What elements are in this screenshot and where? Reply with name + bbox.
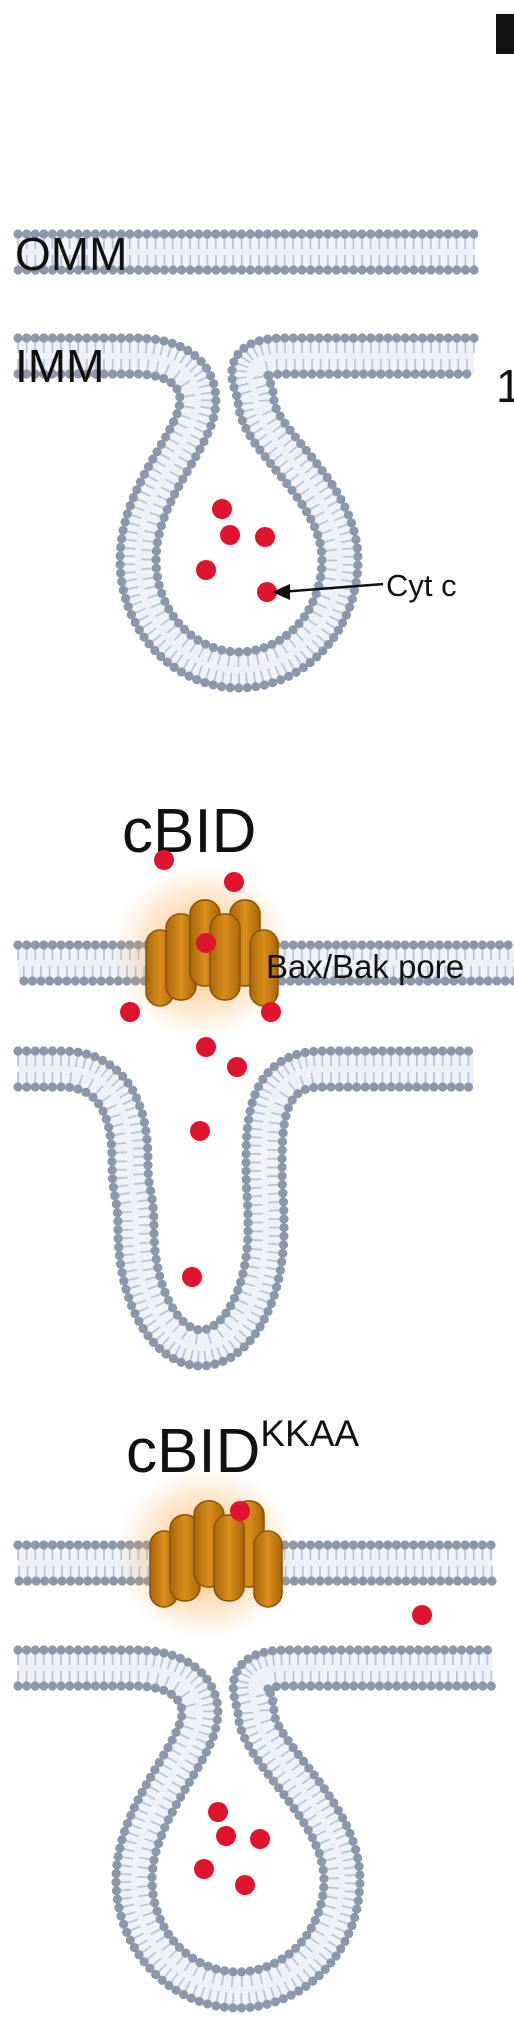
cyt-c-molecule bbox=[196, 560, 216, 580]
leaflet-outer bbox=[13, 1645, 492, 1987]
leaflet-inner bbox=[13, 1671, 496, 2013]
cyt-c-molecule bbox=[216, 1826, 236, 1846]
cyt-c-molecule bbox=[196, 1037, 216, 1057]
cyt-c-arrowhead bbox=[272, 584, 290, 600]
cyt-c-molecule bbox=[250, 1829, 270, 1849]
inner-membrane-crista bbox=[13, 1645, 496, 2013]
pore-label: Bax/Bak pore bbox=[266, 948, 464, 985]
cyt-c-molecule bbox=[196, 933, 216, 953]
inner-membrane-crista bbox=[13, 333, 479, 693]
bax-bak-pore bbox=[116, 1467, 296, 1639]
cyt-c-molecule bbox=[120, 1002, 140, 1022]
omm-label: OMM bbox=[15, 228, 127, 280]
pore-subunits bbox=[145, 899, 279, 1007]
cyt-c-molecule bbox=[190, 1121, 210, 1141]
panel-cbid: cBID Bax/Bak pore bbox=[13, 797, 514, 1371]
cyt-c-molecule bbox=[230, 1501, 250, 1521]
cyt-c-molecule bbox=[224, 872, 244, 892]
panel-side-digit: 1 bbox=[496, 360, 514, 412]
cyt-c-molecule bbox=[220, 525, 240, 545]
leaflet-inner bbox=[13, 1071, 474, 1371]
pore-subunits bbox=[149, 1500, 283, 1608]
panel-baseline: OMM IMM Cyt c bbox=[13, 228, 479, 693]
leaflet-outer bbox=[13, 1046, 474, 1345]
panel-corner-mark bbox=[496, 14, 514, 54]
bilayer-core bbox=[18, 338, 474, 688]
inner-membrane-crista bbox=[13, 1046, 474, 1371]
leaflet-top bbox=[13, 229, 479, 249]
cbid-label: cBID bbox=[122, 797, 256, 866]
omm-bilayer bbox=[13, 229, 479, 275]
cyt-c-molecule bbox=[194, 1859, 214, 1879]
leaflet-inner bbox=[13, 359, 472, 693]
cyt-c-arrow bbox=[279, 582, 384, 594]
imm-label: IMM bbox=[15, 340, 104, 392]
outer-membrane bbox=[13, 229, 479, 275]
cyt-c-molecule bbox=[208, 1802, 228, 1822]
cyt-c-molecule bbox=[154, 850, 174, 870]
cyt-c-molecule bbox=[227, 1057, 247, 1077]
leaflet-outer bbox=[13, 333, 479, 668]
cbid-mutant-superscript: KKAA bbox=[260, 1413, 359, 1454]
bilayer-core bbox=[18, 1650, 492, 2008]
cyt-c-molecule bbox=[412, 1605, 432, 1625]
cyt-c-molecule bbox=[257, 582, 277, 602]
cyt-c-molecule bbox=[255, 527, 275, 547]
cyt-c-label: Cyt c bbox=[386, 568, 457, 603]
cyt-c-molecule bbox=[212, 499, 232, 519]
leaflet-bottom bbox=[13, 255, 479, 275]
cyt-c-molecule bbox=[261, 1002, 281, 1022]
cyt-c-cluster bbox=[194, 1501, 432, 1895]
cyt-c-cluster bbox=[196, 499, 277, 602]
cyt-c-cluster bbox=[120, 850, 281, 1287]
cyt-c-molecule bbox=[235, 1875, 255, 1895]
cyt-c-molecule bbox=[182, 1267, 202, 1287]
panel-cbid-kkaa: cBIDKKAA bbox=[13, 1413, 497, 2013]
